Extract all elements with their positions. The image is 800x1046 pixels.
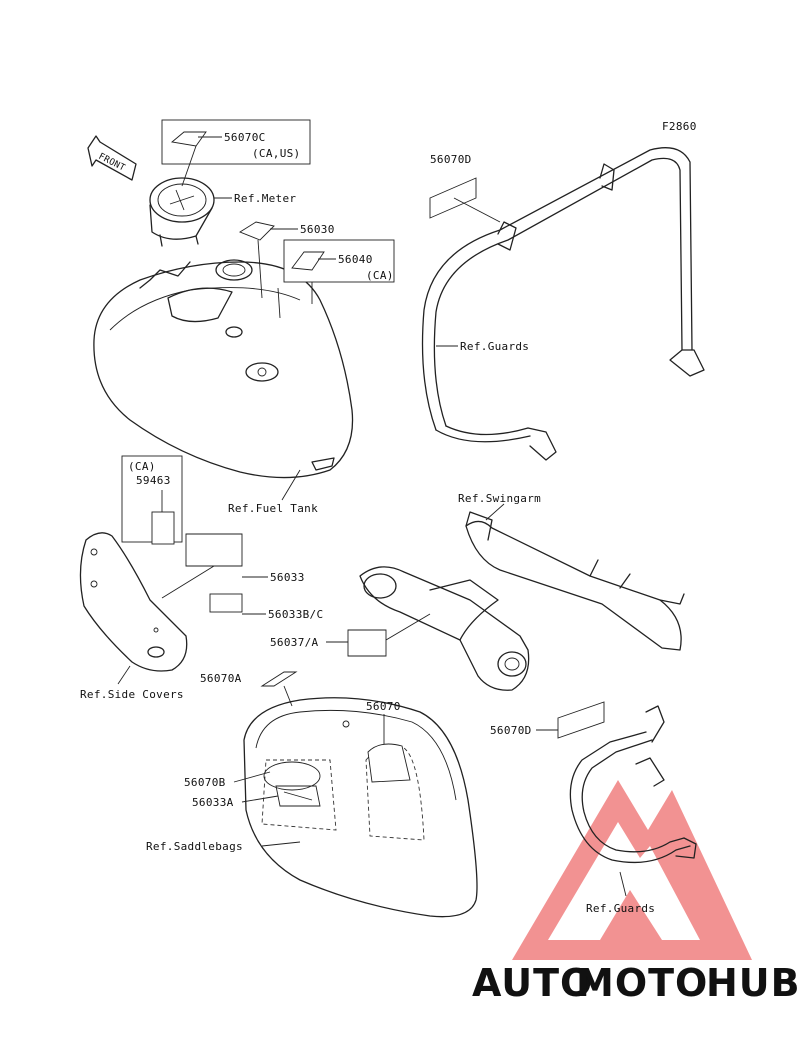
guard-decal-lower-shape <box>557 701 605 739</box>
guard-decal-upper-part: 56070D <box>430 153 472 166</box>
watermark-part1: AUTO <box>472 961 593 1005</box>
ref-guards-lower: Ref.Guards <box>586 902 655 915</box>
ref-side-covers: Ref.Side Covers <box>80 688 184 701</box>
watermark-part2: MOTO <box>576 961 708 1005</box>
side-decal-a-shape <box>185 533 243 567</box>
ref-fuel-tank: Ref.Fuel Tank <box>228 502 318 515</box>
watermark-logo <box>512 780 752 960</box>
ref-guards-upper: Ref.Guards <box>460 340 529 353</box>
watermark-part3: HUB <box>706 961 800 1005</box>
guard-decal-upper-shape <box>429 177 477 219</box>
swingarm-decal-shape <box>347 629 387 657</box>
saddle-decal-top-part: 56070A <box>200 672 242 685</box>
saddle-decal-b-part: 56070B <box>184 776 226 789</box>
ref-saddlebags: Ref.Saddlebags <box>146 840 243 853</box>
meter-decal-shape <box>170 131 207 147</box>
guard-decal-lower-part: 56070D <box>490 724 532 737</box>
saddle-decal-top-shape <box>260 671 298 687</box>
tank-decal-a-shape <box>239 221 275 241</box>
saddle-decal-inner-shape <box>367 743 411 783</box>
ref-swingarm: Ref.Swingarm <box>458 492 541 505</box>
ca-group-note: (CA) <box>128 460 156 473</box>
side-decal-b-shape <box>209 593 243 613</box>
swingarm-drawing <box>359 511 685 691</box>
figure-code: F2860 <box>662 120 697 133</box>
ref-meter: Ref.Meter <box>234 192 296 205</box>
meter-decal-note: (CA,US) <box>252 147 300 160</box>
saddlebag-drawing <box>243 697 478 918</box>
tank-decal-a-part: 56030 <box>300 223 335 236</box>
side-decal-b-part: 56033B/C <box>268 608 323 621</box>
watermark-text: AUTO MOTO HUB <box>472 961 800 1005</box>
meter-drawing <box>149 177 215 247</box>
side-cover-drawing <box>79 532 188 672</box>
fuel-tank-drawing <box>93 259 354 479</box>
tank-decal-b-shape <box>291 251 325 271</box>
saddle-decal-c-shape <box>275 785 321 807</box>
saddle-decal-inner-part: 56070 <box>366 700 401 713</box>
front-arrow-icon: FRONT <box>87 135 137 181</box>
saddle-decal-c-part: 56033A <box>192 796 234 809</box>
swingarm-decal-part: 56037/A <box>270 636 319 649</box>
meter-decal-part: 56070C <box>224 131 266 144</box>
side-decal-ca-shape <box>151 511 175 545</box>
tank-decal-b-note: (CA) <box>366 269 394 282</box>
lower-guard-drawing <box>569 705 697 864</box>
side-decal-ca-part: 59463 <box>136 474 171 487</box>
tank-decal-b-part: 56040 <box>338 253 373 266</box>
upper-guard-drawing <box>421 147 705 461</box>
side-decal-a-part: 56033 <box>270 571 305 584</box>
